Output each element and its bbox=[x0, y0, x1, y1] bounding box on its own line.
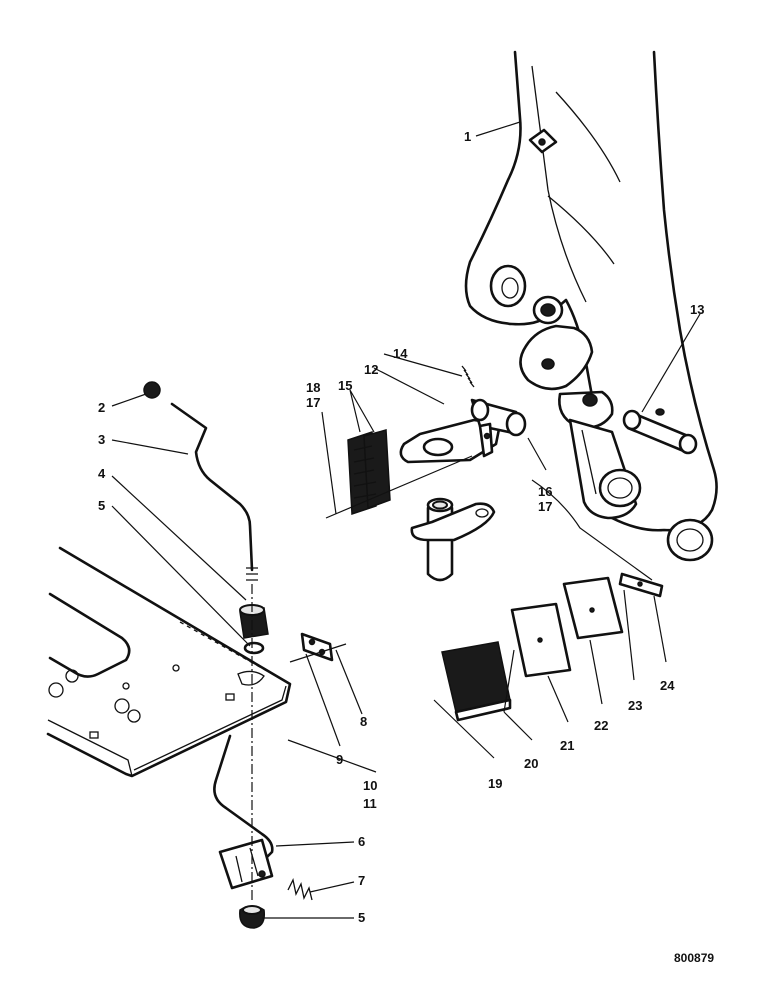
label-19: 19 bbox=[488, 776, 502, 791]
label-18: 18 bbox=[306, 380, 320, 395]
spring-14 bbox=[461, 365, 475, 388]
pivot-pin bbox=[622, 408, 698, 455]
label-17b: 17 bbox=[306, 395, 320, 410]
label-4: 4 bbox=[98, 466, 106, 481]
label-3: 3 bbox=[98, 432, 105, 447]
label-1: 1 bbox=[464, 129, 471, 144]
label-16: 16 bbox=[538, 484, 552, 499]
brake-shoe bbox=[441, 572, 664, 722]
label-10: 10 bbox=[363, 778, 377, 793]
label-13: 13 bbox=[690, 302, 704, 317]
label-14: 14 bbox=[393, 346, 408, 361]
nut-lower bbox=[239, 905, 266, 929]
label-24: 24 bbox=[660, 678, 675, 693]
part-numbers: 1 2 3 4 5 6 7 5 8 9 10 11 12 13 14 15 16… bbox=[98, 129, 704, 925]
label-8: 8 bbox=[360, 714, 367, 729]
nut-assembly bbox=[239, 604, 269, 655]
label-21: 21 bbox=[560, 738, 574, 753]
plate-9 bbox=[300, 632, 334, 662]
control-rod-upper bbox=[143, 381, 258, 581]
spring-7 bbox=[287, 878, 313, 901]
label-20: 20 bbox=[524, 756, 538, 771]
lever-pin bbox=[410, 497, 496, 582]
label-15: 15 bbox=[338, 378, 352, 393]
label-5a: 5 bbox=[98, 498, 105, 513]
label-2: 2 bbox=[98, 400, 105, 415]
drawing-number: 800879 bbox=[674, 951, 714, 965]
label-7: 7 bbox=[358, 873, 365, 888]
label-11: 11 bbox=[363, 796, 377, 811]
label-5b: 5 bbox=[358, 910, 365, 925]
friction-pads bbox=[347, 429, 391, 516]
boom-arm bbox=[464, 50, 718, 562]
label-23: 23 bbox=[628, 698, 642, 713]
label-17a: 17 bbox=[538, 499, 552, 514]
lever-bracket bbox=[399, 398, 527, 464]
floor-plate bbox=[46, 546, 292, 778]
label-12: 12 bbox=[364, 362, 378, 377]
label-9: 9 bbox=[336, 752, 343, 767]
control-rod-lower bbox=[213, 734, 274, 890]
leader-lines bbox=[111, 121, 701, 919]
label-6: 6 bbox=[358, 834, 365, 849]
label-22: 22 bbox=[594, 718, 608, 733]
